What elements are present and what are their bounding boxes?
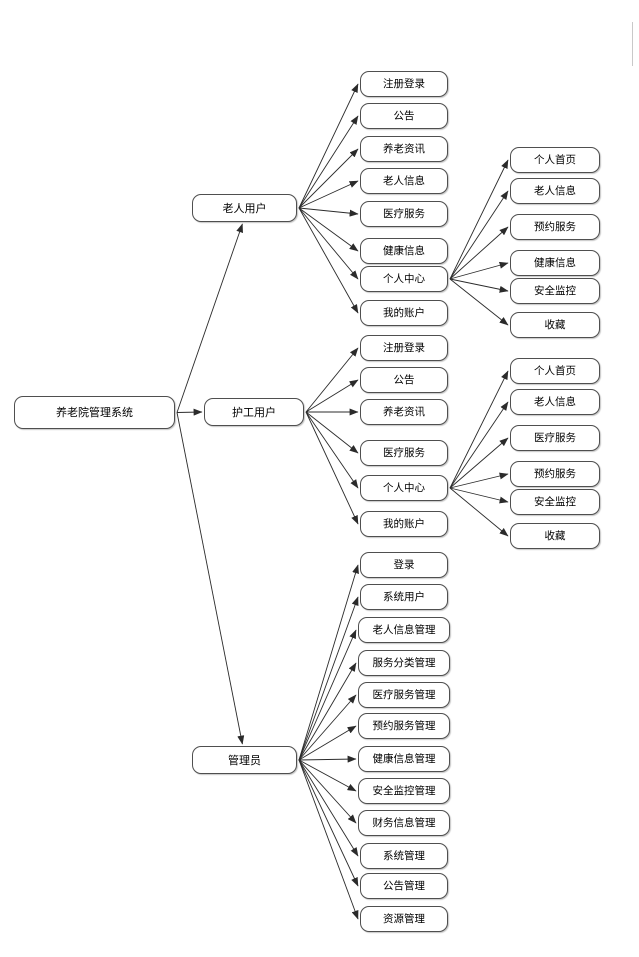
edge-administrator-to-admin-elder-info-mgmt bbox=[298, 629, 357, 761]
edge-administrator-to-admin-login bbox=[298, 564, 359, 761]
node-caregiver-sub-medical-service: 医疗服务 bbox=[510, 425, 600, 451]
node-caregiver-announcement: 公告 bbox=[360, 367, 448, 393]
edge-administrator-to-admin-security-monitor-mgmt bbox=[298, 759, 357, 792]
node-admin-announcement-mgmt: 公告管理 bbox=[360, 873, 448, 899]
edge-elderly-user-to-elderly-medical-service bbox=[298, 207, 359, 217]
edge-administrator-to-admin-finance-info-mgmt bbox=[298, 759, 357, 824]
edge-elderly-user-to-elderly-personal-center bbox=[298, 207, 359, 280]
node-caregiver-sub-elder-info: 老人信息 bbox=[510, 389, 600, 415]
edge-elderly-user-to-elderly-eldercare-news bbox=[298, 148, 359, 209]
node-admin-system-user: 系统用户 bbox=[360, 584, 448, 610]
node-elderly-my-account: 我的账户 bbox=[360, 300, 448, 326]
edge-elderly-personal-center-to-elderly-sub-elder-info bbox=[449, 190, 509, 280]
edge-elderly-personal-center-to-elderly-sub-health-info bbox=[449, 261, 509, 280]
edge-caregiver-personal-center-to-caregiver-sub-favorites bbox=[449, 487, 509, 537]
edge-caregiver-personal-center-to-caregiver-sub-security-monitor bbox=[449, 487, 509, 504]
edge-administrator-to-admin-system-mgmt bbox=[298, 759, 359, 857]
edge-administrator-to-admin-service-category-mgmt bbox=[298, 662, 357, 761]
node-elderly-sub-security-monitor: 安全监控 bbox=[510, 278, 600, 304]
node-elderly-sub-health-info: 健康信息 bbox=[510, 250, 600, 276]
node-caregiver-user: 护工用户 bbox=[204, 398, 304, 426]
node-caregiver-sub-appointment: 预约服务 bbox=[510, 461, 600, 487]
edge-caregiver-personal-center-to-caregiver-sub-elder-info bbox=[449, 401, 509, 489]
node-elderly-sub-elder-info: 老人信息 bbox=[510, 178, 600, 204]
edge-caregiver-personal-center-to-caregiver-sub-medical-service bbox=[449, 437, 509, 489]
right-edge-scroll-artifact bbox=[632, 22, 633, 66]
edge-caregiver-user-to-caregiver-personal-center bbox=[305, 411, 359, 489]
node-elderly-elder-info: 老人信息 bbox=[360, 168, 448, 194]
node-admin-appointment-mgmt: 预约服务管理 bbox=[358, 713, 450, 739]
node-admin-service-category-mgmt: 服务分类管理 bbox=[358, 650, 450, 676]
node-admin-finance-info-mgmt: 财务信息管理 bbox=[358, 810, 450, 836]
node-elderly-personal-center: 个人中心 bbox=[360, 266, 448, 292]
edge-elderly-personal-center-to-elderly-sub-favorites bbox=[449, 278, 509, 326]
node-elderly-user: 老人用户 bbox=[192, 194, 297, 222]
node-caregiver-medical-service: 医疗服务 bbox=[360, 440, 448, 466]
node-elderly-sub-favorites: 收藏 bbox=[510, 312, 600, 338]
node-elderly-register-login: 注册登录 bbox=[360, 71, 448, 97]
node-caregiver-eldercare-news: 养老资讯 bbox=[360, 399, 448, 425]
node-elderly-sub-appointment: 预约服务 bbox=[510, 214, 600, 240]
edge-elderly-personal-center-to-elderly-sub-security-monitor bbox=[449, 278, 509, 293]
node-administrator: 管理员 bbox=[192, 746, 297, 774]
node-admin-login: 登录 bbox=[360, 552, 448, 578]
node-admin-security-monitor-mgmt: 安全监控管理 bbox=[358, 778, 450, 804]
edge-administrator-to-admin-announcement-mgmt bbox=[298, 759, 359, 887]
edge-root-to-elderly-user bbox=[176, 223, 243, 413]
node-caregiver-sub-favorites: 收藏 bbox=[510, 523, 600, 549]
node-elderly-sub-home: 个人首页 bbox=[510, 147, 600, 173]
node-caregiver-sub-home: 个人首页 bbox=[510, 358, 600, 384]
edge-caregiver-user-to-caregiver-my-account bbox=[305, 411, 359, 525]
node-caregiver-sub-security-monitor: 安全监控 bbox=[510, 489, 600, 515]
node-admin-system-mgmt: 系统管理 bbox=[360, 843, 448, 869]
node-admin-medical-service-mgmt: 医疗服务管理 bbox=[358, 682, 450, 708]
node-elderly-medical-service: 医疗服务 bbox=[360, 201, 448, 227]
edge-root-to-caregiver-user bbox=[176, 408, 203, 416]
edge-elderly-user-to-elderly-my-account bbox=[298, 207, 359, 314]
edge-elderly-user-to-elderly-health-info bbox=[298, 207, 359, 252]
edge-caregiver-personal-center-to-caregiver-sub-home bbox=[449, 370, 509, 489]
node-admin-health-info-mgmt: 健康信息管理 bbox=[358, 746, 450, 772]
node-admin-elder-info-mgmt: 老人信息管理 bbox=[358, 617, 450, 643]
edge-elderly-personal-center-to-elderly-sub-home bbox=[449, 159, 509, 280]
node-elderly-health-info: 健康信息 bbox=[360, 238, 448, 264]
node-elderly-eldercare-news: 养老资讯 bbox=[360, 136, 448, 162]
node-caregiver-register-login: 注册登录 bbox=[360, 335, 448, 361]
node-root: 养老院管理系统 bbox=[14, 396, 175, 429]
node-admin-resource-mgmt: 资源管理 bbox=[360, 906, 448, 932]
edge-caregiver-user-to-caregiver-announcement bbox=[305, 379, 359, 413]
edge-elderly-user-to-elderly-announcement bbox=[298, 115, 359, 209]
node-caregiver-personal-center: 个人中心 bbox=[360, 475, 448, 501]
edge-administrator-to-admin-appointment-mgmt bbox=[298, 725, 357, 761]
edge-administrator-to-admin-health-info-mgmt bbox=[298, 755, 357, 763]
edge-caregiver-user-to-caregiver-medical-service bbox=[305, 411, 359, 454]
edge-administrator-to-admin-system-user bbox=[298, 596, 359, 761]
edge-elderly-user-to-elderly-register-login bbox=[298, 83, 359, 209]
edge-administrator-to-admin-medical-service-mgmt bbox=[298, 694, 357, 761]
edge-caregiver-user-to-caregiver-register-login bbox=[305, 347, 359, 413]
edge-root-to-administrator bbox=[176, 412, 245, 745]
node-caregiver-my-account: 我的账户 bbox=[360, 511, 448, 537]
edge-elderly-user-to-elderly-elder-info bbox=[298, 180, 359, 209]
edge-elderly-personal-center-to-elderly-sub-appointment bbox=[449, 226, 509, 280]
edge-caregiver-personal-center-to-caregiver-sub-appointment bbox=[449, 472, 509, 489]
edge-administrator-to-admin-resource-mgmt bbox=[298, 759, 359, 920]
node-elderly-announcement: 公告 bbox=[360, 103, 448, 129]
